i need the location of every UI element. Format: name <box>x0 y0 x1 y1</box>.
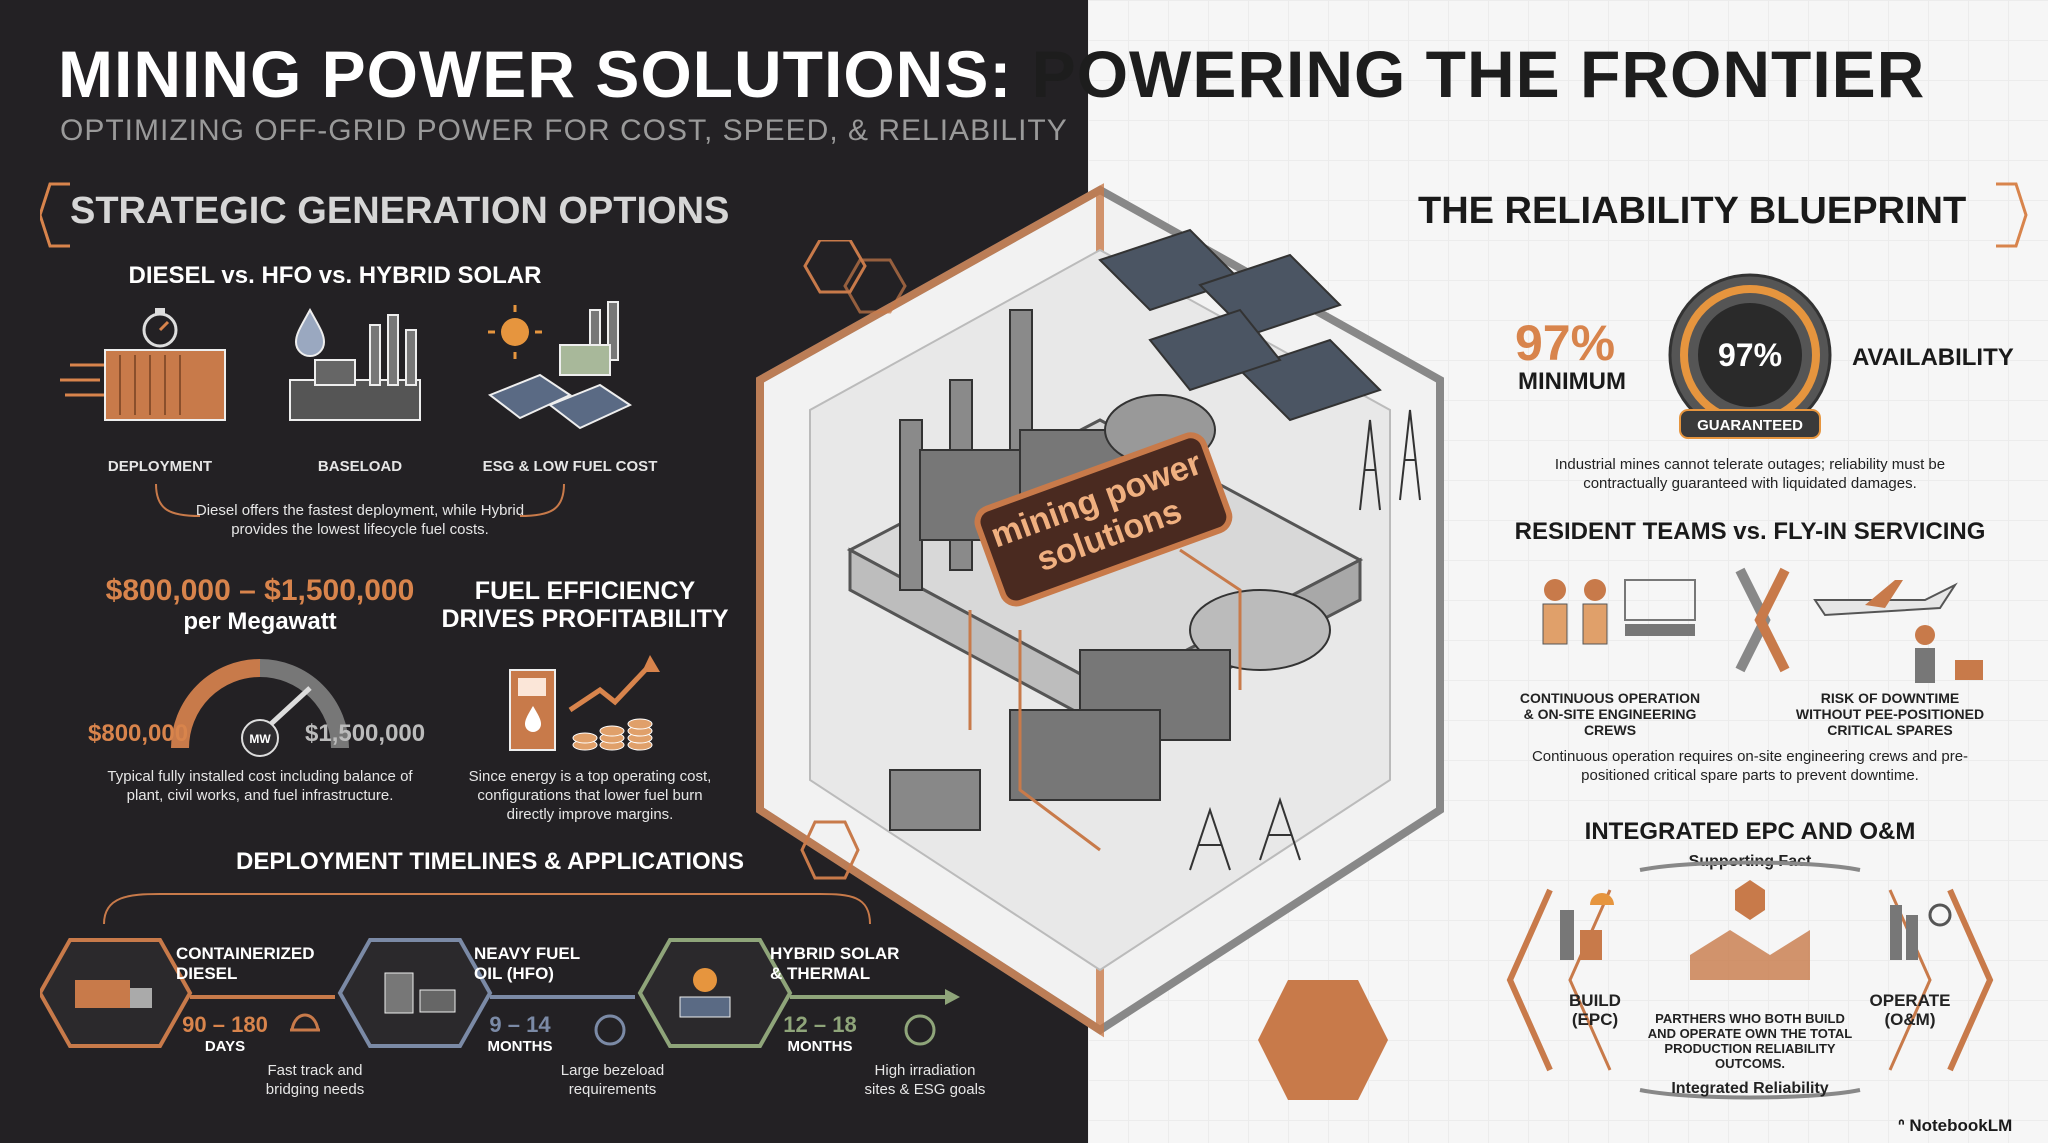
timeline-hybrid-name-l1: HYBRID SOLAR <box>770 944 900 963</box>
epc-operate-l1: OPERATE <box>1869 991 1951 1010</box>
timeline-item-hfo-note: Large bezeload requirements <box>535 1062 690 1100</box>
timeline-hfo-value: 9 – 14 <box>489 1012 551 1037</box>
availability-label-right: AVAILABILITY <box>1852 344 2014 371</box>
teams-right-l3: CRITICAL SPARES <box>1827 722 1953 739</box>
hfo-plant-droplet-icon <box>289 307 421 421</box>
solar-hybrid-plant-icon <box>487 301 633 430</box>
timeline-item-diesel-value: 90 – 180 DAYS <box>170 1012 280 1055</box>
timeline-item-hybrid-value: 12 – 18 MONTHS <box>765 1012 875 1055</box>
timeline-diesel-name-l1: CONTAINERIZED <box>176 944 315 963</box>
central-plant-illustration: mining power solutions <box>756 183 1444 1038</box>
timeline-hfo-note-l1: Large bezeload <box>560 1062 665 1079</box>
title-left: MINING POWER SOLUTIONS: <box>58 37 1013 111</box>
timeline-diesel-note-l2: bridging needs <box>265 1080 365 1098</box>
timeline-item-hfo-name: NEAVY FUEL OIL (HFO) <box>474 944 580 983</box>
efficiency-title-line2: DRIVES PROFITABILITY <box>441 604 729 633</box>
timeline-track <box>40 938 960 1048</box>
teams-left-label: CONTINUOUS OPERATION & ON-SITE ENGINEERI… <box>1505 690 1715 738</box>
comparison-title: DIESEL vs. HFO vs. HYBRID SOLAR <box>128 262 542 289</box>
cost-unit: per Megawatt <box>183 608 337 635</box>
epc-operate-label: OPERATE (O&M) <box>1860 991 1960 1029</box>
decor-hex-small <box>800 820 860 880</box>
brand-logo: ᐢ NotebookLM <box>1898 1116 2012 1136</box>
timeline-diesel-name-l2: DIESEL <box>176 963 238 983</box>
availability-label-left: MINIMUM <box>1518 368 1626 395</box>
option-label-baseload: BASELOAD <box>317 458 403 475</box>
epc-center-l4: OUTCOMS. <box>1714 1055 1786 1071</box>
teams-note: Continuous operation requires on-site en… <box>1531 748 1969 784</box>
efficiency-title-line1: FUEL EFFICIENCY <box>474 577 696 605</box>
availability-note: Industrial mines cannot telerate outages… <box>1554 456 1946 492</box>
gauge-badge: GUARANTEED <box>1697 417 1803 434</box>
fuel-profit-icon <box>509 655 660 751</box>
teams-left-l2: & ON-SITE ENGINEERING <box>1523 706 1697 723</box>
left-section-title: STRATEGIC GENERATION OPTIONS <box>70 190 730 232</box>
cost-note: Typical fully installed cost including b… <box>107 768 413 804</box>
timeline-hybrid-note-l1: High irradiation <box>874 1062 976 1079</box>
availability-value-left: 97% <box>1515 315 1616 371</box>
left-section-frame <box>40 182 70 248</box>
epc-build-label: BUILD (EPC) <box>1555 991 1635 1029</box>
timelines-arc <box>103 893 871 925</box>
epc-center-l1: PARTHERS WHO BOTH BUILD <box>1655 1011 1845 1026</box>
availability-gauge-icon: 97% GUARANTEED <box>1668 273 1832 439</box>
timeline-hfo-name-l2: OIL (HFO) <box>474 963 554 983</box>
epc-center-text: PARTHERS WHO BOTH BUILD AND OPERATE OWN … <box>1630 1011 1870 1072</box>
timeline-diesel-note-l1: Fast track and <box>267 1062 363 1079</box>
timeline-item-diesel-name: CONTAINERIZED DIESEL <box>176 944 315 983</box>
epc-center-l3: PRODUCTION RELIABILITY <box>1664 1040 1836 1056</box>
epc-diagram <box>1506 860 1994 1100</box>
diesel-container-stopwatch-icon <box>60 308 226 421</box>
timeline-hybrid-unit: MONTHS <box>787 1038 853 1055</box>
comparison-bracket <box>155 483 565 517</box>
decor-hexes <box>803 240 907 314</box>
gauge-max: $1,500,000 <box>305 720 426 747</box>
timeline-hfo-note-l2: requirements <box>568 1080 657 1098</box>
page-subtitle: OPTIMIZING OFF-GRID POWER FOR COST, SPEE… <box>60 114 1068 147</box>
page-title: MINING POWER SOLUTIONS: POWERING THE FRO… <box>58 36 1925 112</box>
epc-build-l2: (EPC) <box>1571 1009 1619 1029</box>
teams-right-label: RISK OF DOWNTIME WITHOUT PEE-POSITIONED … <box>1785 690 1995 738</box>
epc-operate-l2: (O&M) <box>1884 1009 1936 1029</box>
timeline-item-hfo-value: 9 – 14 MONTHS <box>465 1012 575 1055</box>
efficiency-note: Since energy is a top operating cost, co… <box>468 768 712 823</box>
teams-left-l1: CONTINUOUS OPERATION <box>1519 690 1701 706</box>
epc-title: INTEGRATED EPC AND O&M <box>1584 818 1916 845</box>
teams-icons <box>1542 567 1983 683</box>
teams-right-l1: RISK OF DOWNTIME <box>1820 690 1960 706</box>
epc-build-l1: BUILD <box>1569 991 1621 1010</box>
option-label-deployment: DEPLOYMENT <box>107 458 213 475</box>
efficiency-title: FUEL EFFICIENCY DRIVES PROFITABILITY <box>440 577 730 633</box>
timeline-hybrid-value: 12 – 18 <box>783 1012 857 1037</box>
cost-range: $800,000 – $1,500,000 <box>105 574 415 607</box>
timeline-hybrid-note-l2: sites & ESG goals <box>864 1080 986 1098</box>
gauge-min: $800,000 <box>88 720 189 747</box>
timeline-item-hybrid-note: High irradiation sites & ESG goals <box>845 1062 1005 1100</box>
decor-hex-solid <box>1258 980 1388 1100</box>
cost-gauge-icon: MW <box>171 659 349 757</box>
epc-bottom: Integrated Reliability <box>1671 1080 1829 1097</box>
brand-name: NotebookLM <box>1909 1116 2013 1135</box>
teams-left-l3: CREWS <box>1583 722 1637 739</box>
title-right: POWERING THE FRONTIER <box>1031 37 1926 111</box>
timeline-item-diesel-note: Fast track and bridging needs <box>240 1062 390 1100</box>
right-section-title: THE RELIABILITY BLUEPRINT <box>1418 190 1967 232</box>
teams-right-l2: WITHOUT PEE-POSITIONED <box>1795 706 1985 723</box>
epc-center-l2: AND OPERATE OWN THE TOTAL <box>1647 1025 1853 1041</box>
timeline-item-hybrid-name: HYBRID SOLAR & THERMAL <box>770 944 899 983</box>
timeline-diesel-value: 90 – 180 <box>182 1012 268 1037</box>
timeline-hybrid-name-l2: & THERMAL <box>770 963 871 983</box>
option-label-esg: ESG & LOW FUEL COST <box>482 458 658 475</box>
timelines-title: DEPLOYMENT TIMELINES & APPLICATIONS <box>235 848 745 875</box>
teams-title: RESIDENT TEAMS vs. FLY-IN SERVICING <box>1514 518 1986 545</box>
timeline-hfo-unit: MONTHS <box>487 1038 553 1055</box>
right-section-frame <box>1996 182 2028 248</box>
timeline-diesel-unit: DAYS <box>204 1038 246 1055</box>
brand-icon: ᐢ <box>1898 1116 1910 1135</box>
timeline-hfo-name-l1: NEAVY FUEL <box>474 944 581 963</box>
comparison-note: Diesel offers the fastest deployment, wh… <box>195 502 525 538</box>
gauge-value: 97% <box>1718 337 1782 373</box>
gauge-center-label: MW <box>249 732 271 746</box>
